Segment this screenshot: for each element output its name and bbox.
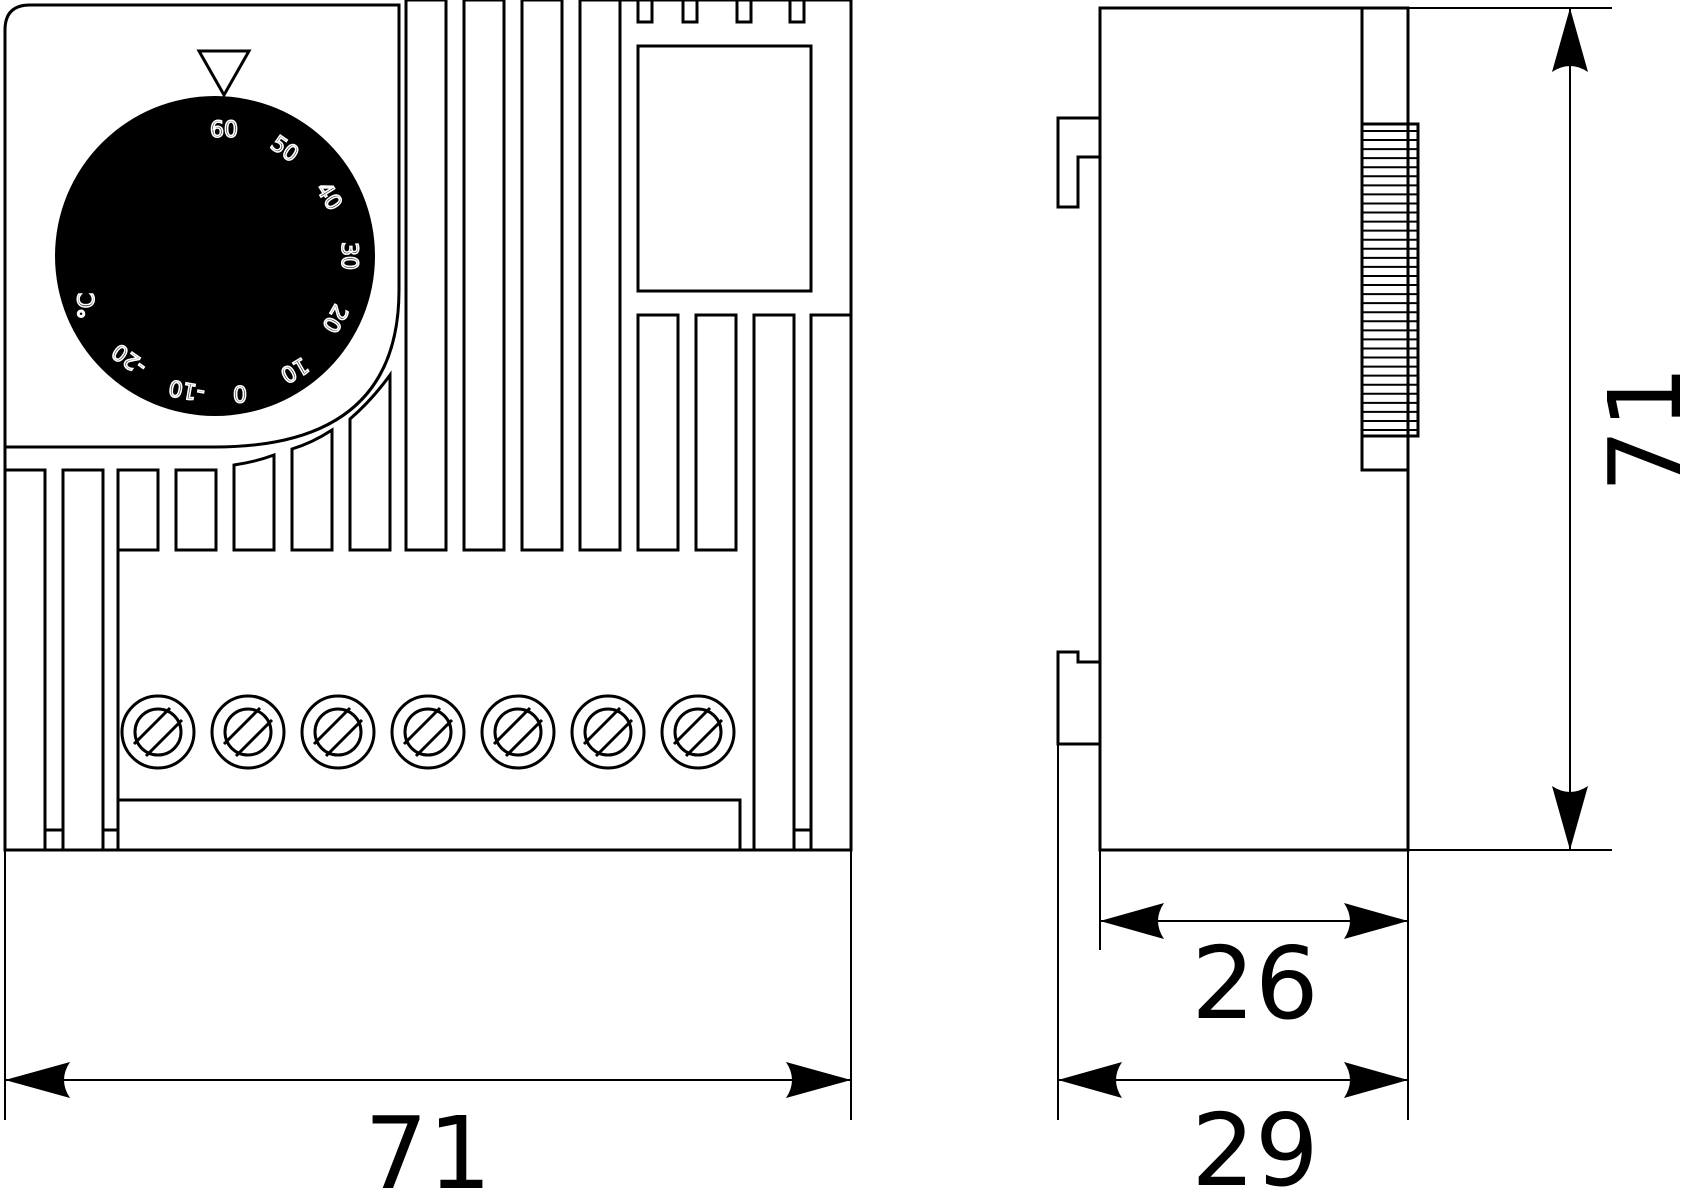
- arrowhead-right-icon: [786, 1062, 851, 1098]
- side-depth-inner-dimension: 26: [1099, 850, 1408, 1042]
- arrowhead-down-icon: [1552, 786, 1588, 850]
- right-fins: [636, 313, 853, 852]
- dial-knob[interactable]: [55, 96, 375, 416]
- side-depth-inner-label: 26: [1191, 925, 1318, 1042]
- din-clip-bottom: [1056, 650, 1100, 746]
- terminal-screw-icon[interactable]: [480, 694, 556, 770]
- dial-pointer-icon: [196, 49, 252, 99]
- dial-unit-label: °C: [75, 293, 100, 319]
- arrowhead-up-icon: [1552, 8, 1588, 72]
- arrowhead-left-icon: [1058, 1062, 1122, 1098]
- knurl-ridges: [1362, 130, 1418, 431]
- terminal-screw-icon[interactable]: [210, 694, 286, 770]
- dial-scale-label: 0: [233, 380, 247, 405]
- terminal-screw-icon[interactable]: [120, 694, 196, 770]
- label-window: [636, 44, 813, 293]
- housing-outline: [3, 3, 401, 449]
- terminal-screw-icon[interactable]: [570, 694, 646, 770]
- terminal-screw-icon[interactable]: [300, 694, 376, 770]
- arrowhead-right-icon: [1344, 1062, 1408, 1098]
- terminal-screw-icon[interactable]: [660, 694, 736, 770]
- side-depth-outer-dimension: 29: [1057, 744, 1409, 1200]
- side-knurl-wheel[interactable]: [1360, 122, 1420, 438]
- arrowhead-right-icon: [1344, 903, 1408, 939]
- arrowhead-left-icon: [1100, 903, 1164, 939]
- din-clip-top: [1056, 116, 1100, 209]
- left-fins: [3, 447, 118, 852]
- side-depth-outer-label: 29: [1191, 1092, 1318, 1200]
- dial-scale-label: 30: [336, 242, 361, 270]
- terminal-block-body: [116, 550, 754, 852]
- side-height-dimension: 71: [1408, 7, 1683, 851]
- middle-slots: [116, 370, 392, 552]
- terminal-screw-icon[interactable]: [390, 694, 466, 770]
- front-width-dimension: 71: [4, 850, 852, 1200]
- side-view: [1056, 6, 1420, 852]
- dial-scale-label: 60: [210, 118, 238, 143]
- terminal-strip: [116, 798, 742, 852]
- side-height-label: 71: [1587, 365, 1683, 492]
- arrowhead-left-icon: [5, 1062, 70, 1098]
- front-width-label: 71: [364, 1095, 491, 1200]
- terminal-screws: [120, 694, 736, 770]
